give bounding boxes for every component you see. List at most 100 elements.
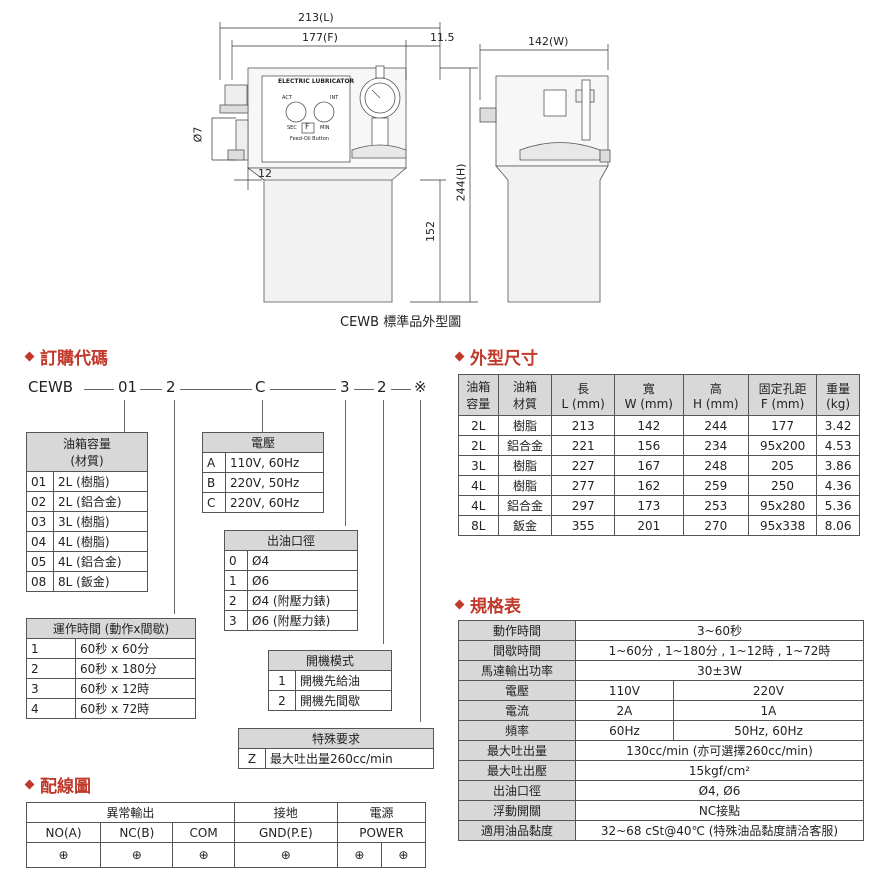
outlet-header: 出油口徑 <box>224 530 358 551</box>
dimension-cell: 4.36 <box>816 475 860 496</box>
outlet-value: Ø6 <box>247 570 358 591</box>
dimension-cell: 205 <box>747 455 818 476</box>
product-drawing <box>211 22 611 303</box>
timing-code: 3 <box>26 678 76 699</box>
capacity-code: 01 <box>26 471 54 492</box>
col-power: POWER <box>336 822 427 843</box>
dimension-cell: 樹脂 <box>497 455 553 476</box>
dim-header: 油箱 材質 <box>497 374 553 416</box>
spec-value: 110V <box>575 680 674 701</box>
voltage-value: 110V, 60Hz <box>225 452 324 473</box>
startup-value: 開機先間歇 <box>295 690 392 711</box>
timing-value: 60秒 x 72時 <box>75 698 196 719</box>
capacity-value: 4L (樹脂) <box>53 531 148 552</box>
special-header: 特殊要求 <box>238 728 434 749</box>
dimension-cell: 鋁合金 <box>497 495 553 516</box>
dimension-cell: 4L <box>458 475 499 496</box>
terminal-icon: ⊕ <box>172 842 235 868</box>
feed-button-label: Feed-Oil Button <box>290 136 329 142</box>
capacity-code: 03 <box>26 511 54 532</box>
dimension-cell: 355 <box>551 515 615 536</box>
code-voltage: C <box>255 378 266 396</box>
min-label: MIN <box>320 125 330 131</box>
voltage-header: 電壓 <box>202 432 324 453</box>
dimension-cell: 樹脂 <box>497 475 553 496</box>
dimension-cell: 5.36 <box>816 495 860 516</box>
spec-label: 動作時間 <box>458 620 576 641</box>
dim-header: 長 L (mm) <box>551 374 615 416</box>
col-no: NO(A) <box>25 822 102 843</box>
col-com: COM <box>172 822 235 843</box>
order-title: 訂購代碼 <box>24 344 108 369</box>
timing-code: 1 <box>26 638 76 659</box>
col-gnd: GND(P.E) <box>233 822 338 843</box>
dimension-cell: 177 <box>747 415 818 436</box>
dimension-cell: 248 <box>682 455 749 476</box>
dimension-cell: 201 <box>613 515 684 536</box>
dimension-cell: 8.06 <box>816 515 860 536</box>
capacity-code: 05 <box>26 551 54 572</box>
spec-value: Ø4, Ø6 <box>575 780 864 801</box>
dimension-cell: 162 <box>613 475 684 496</box>
outlet-code: 3 <box>224 610 248 631</box>
dim-152: 152 <box>424 221 437 242</box>
spec-value: 30±3W <box>575 660 864 681</box>
spec-value: 60Hz <box>575 720 674 741</box>
voltage-code: A <box>202 452 226 473</box>
dimension-cell: 259 <box>682 475 749 496</box>
spec-value: 220V <box>672 680 865 701</box>
capacity-code: 08 <box>26 571 54 592</box>
dimension-cell: 227 <box>551 455 615 476</box>
timing-value: 60秒 x 12時 <box>75 678 196 699</box>
dim-fixing: 177(F) <box>302 31 338 44</box>
timing-value: 60秒 x 180分 <box>75 658 196 679</box>
dim-width: 142(W) <box>528 35 569 48</box>
outlet-value: Ø4 <box>247 550 358 571</box>
voltage-value: 220V, 50Hz <box>225 472 324 493</box>
dimension-cell: 4.53 <box>816 435 860 456</box>
spec-value: 32~68 cSt@40℃ (特殊油品黏度請洽客服) <box>575 820 864 841</box>
spec-value: 50Hz, 60Hz <box>672 720 865 741</box>
dimension-cell: 95x200 <box>747 435 818 456</box>
special-value: 最大吐出量260cc/min <box>265 748 434 769</box>
spec-value: 1~60分 , 1~180分 , 1~12時 , 1~72時 <box>575 640 864 661</box>
ground-header: 接地 <box>233 802 338 823</box>
code-capacity: 01 <box>118 378 138 396</box>
outlet-code: 2 <box>224 590 248 611</box>
dimension-cell: 156 <box>613 435 684 456</box>
spec-label: 適用油品黏度 <box>458 820 576 841</box>
spec-label: 出油口徑 <box>458 780 576 801</box>
capacity-value: 2L (樹脂) <box>53 471 148 492</box>
dimension-cell: 樹脂 <box>497 415 553 436</box>
voltage-code: C <box>202 492 226 513</box>
dimensions-title: 外型尺寸 <box>454 344 538 369</box>
panel-label: ELECTRIC LUBRICATOR <box>278 78 355 85</box>
spec-value: 130cc/min (亦可選擇260cc/min) <box>575 740 864 761</box>
wiring-table: 異常輸出 接地 電源 NO(A) NC(B) COM GND(P.E) POWE… <box>25 802 427 868</box>
spec-label: 電壓 <box>458 680 576 701</box>
spec-value: 15kgf/cm² <box>575 760 864 781</box>
outlet-code: 1 <box>224 570 248 591</box>
sec-label: SEC <box>287 125 297 131</box>
dimension-cell: 234 <box>682 435 749 456</box>
dim-hole: Ø7 <box>191 126 205 143</box>
capacity-code: 02 <box>26 491 54 512</box>
startup-code: 2 <box>268 690 296 711</box>
code-startup: 2 <box>377 378 387 396</box>
